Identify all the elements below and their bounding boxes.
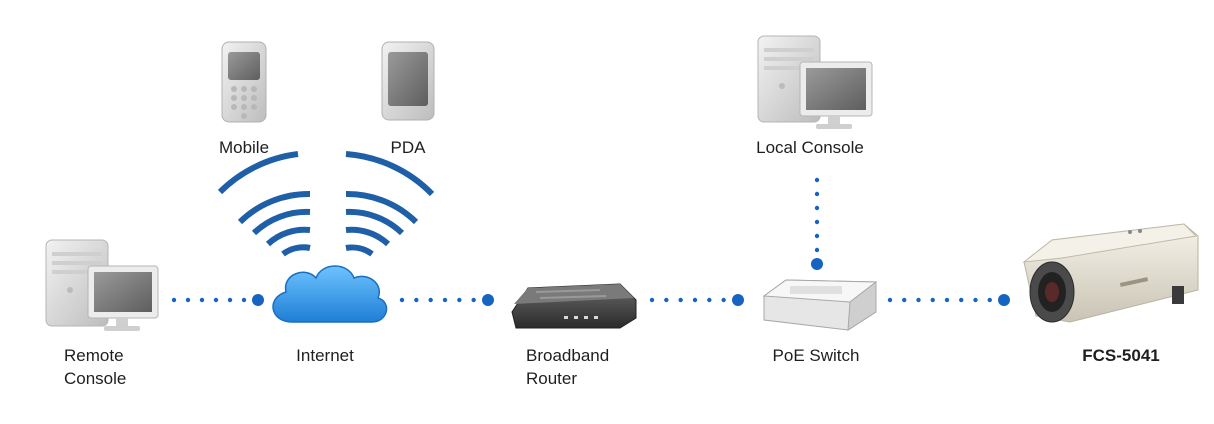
connector-dot bbox=[944, 297, 950, 303]
remote-console-computer-icon bbox=[45, 239, 159, 331]
local-console-label: Local Console bbox=[756, 138, 864, 157]
local-console-computer-icon bbox=[757, 35, 873, 129]
connectors bbox=[171, 177, 1010, 306]
connector-dot bbox=[227, 297, 233, 303]
connector-dot bbox=[241, 297, 247, 303]
link-localconsole-switch bbox=[811, 177, 823, 270]
connector-endpoint bbox=[482, 294, 494, 306]
link-remote-internet bbox=[171, 294, 264, 306]
remote-console-label-line1: Remote bbox=[64, 346, 124, 365]
connector-dot bbox=[171, 297, 177, 303]
broadband-router-icon bbox=[511, 283, 637, 329]
connector-dot bbox=[199, 297, 205, 303]
connector-dot bbox=[887, 297, 893, 303]
link-internet-router bbox=[399, 294, 494, 306]
link-router-switch bbox=[649, 294, 744, 306]
connector-dot bbox=[428, 297, 433, 303]
connector-dot bbox=[442, 297, 448, 303]
connector-endpoint bbox=[998, 294, 1010, 306]
connector-endpoint bbox=[732, 294, 744, 306]
connector-dot bbox=[987, 297, 992, 303]
connector-dot bbox=[814, 219, 820, 225]
connector-dot bbox=[814, 191, 820, 197]
pda-icon bbox=[381, 41, 435, 121]
connector-dot bbox=[814, 233, 820, 239]
wifi-signal-left-icon bbox=[217, 151, 311, 257]
connector-dot bbox=[930, 297, 935, 303]
connector-dot bbox=[973, 297, 978, 303]
connector-dot bbox=[721, 297, 726, 303]
connector-dot bbox=[664, 297, 669, 303]
router-label-line2: Router bbox=[526, 369, 578, 388]
connector-dot bbox=[814, 247, 820, 253]
connector-endpoint bbox=[252, 294, 264, 306]
mobile-phone-icon bbox=[221, 41, 267, 123]
poe-switch-icon bbox=[762, 279, 878, 331]
connector-dot bbox=[692, 297, 698, 303]
connector-dot bbox=[649, 297, 655, 303]
remote-console-label-line2: Console bbox=[64, 369, 127, 388]
router-label-line1: Broadband bbox=[526, 346, 610, 365]
remote-console-label: Remote Console bbox=[64, 344, 126, 390]
internet-cloud-icon bbox=[272, 265, 388, 323]
pda-label: PDA bbox=[390, 138, 426, 157]
connector-dot bbox=[916, 297, 921, 303]
connector-dot bbox=[399, 297, 405, 303]
internet-label: Internet bbox=[296, 346, 354, 365]
connector-dot bbox=[471, 297, 476, 303]
ip-camera-icon bbox=[1022, 223, 1199, 323]
poe-switch-label: PoE Switch bbox=[772, 346, 860, 365]
connector-dot bbox=[457, 297, 462, 303]
connector-dot bbox=[414, 297, 419, 303]
mobile-label: Mobile bbox=[218, 138, 270, 157]
connector-endpoint bbox=[811, 258, 823, 270]
connector-dot bbox=[185, 297, 191, 303]
router-label: Broadband Router bbox=[526, 344, 609, 390]
connector-dot bbox=[814, 205, 820, 211]
connector-dot bbox=[213, 297, 219, 303]
connector-dot bbox=[814, 177, 820, 183]
connector-dot bbox=[959, 297, 964, 303]
connector-dot bbox=[707, 297, 712, 303]
link-switch-camera bbox=[887, 294, 1010, 306]
connector-dot bbox=[902, 297, 907, 303]
wifi-signal-right-icon bbox=[345, 151, 435, 257]
connector-dot bbox=[678, 297, 683, 303]
camera-model-label: FCS-5041 bbox=[1082, 346, 1160, 365]
